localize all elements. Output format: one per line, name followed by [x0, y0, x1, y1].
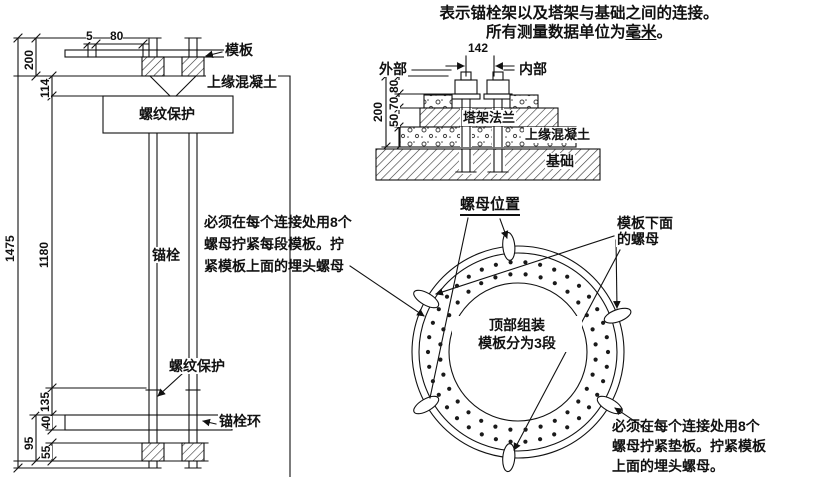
title-line1: 表示锚栓架以及塔架与基础之间的连接。 — [439, 5, 719, 22]
label-anchor-ring: 锚栓环 — [218, 413, 262, 429]
title-line2-prefix: 所有测量数据单位为 — [485, 24, 626, 41]
dim-114: 114 — [38, 78, 52, 98]
dim-70-section: 70 — [387, 96, 401, 110]
label-formwork: 模板 — [224, 42, 254, 58]
note-left: 必须在每个连接处用8个 螺母拧紧每段模板。拧 紧模板上面的埋头螺母 — [204, 214, 352, 274]
dim-1180: 1180 — [37, 241, 51, 268]
dim-95: 95 — [22, 436, 36, 450]
label-upper-concrete-section: 上缘混凝土 — [524, 127, 592, 143]
bolt-hole-dots — [425, 260, 611, 444]
dim-80-section: 80 — [387, 79, 401, 93]
label-anchor-bolt: 锚栓 — [151, 247, 181, 263]
dim-200-left: 200 — [22, 49, 36, 70]
dim-55: 55 — [39, 445, 53, 459]
note-bottom-right: 必须在每个连接处用8个 螺母拧紧垫板。拧紧模板 上面的埋头螺母。 — [612, 418, 766, 474]
dim-50-section: 50 — [387, 113, 401, 127]
title-unit-mm: 毫米 — [625, 24, 657, 41]
title-line2-suffix: 。 — [656, 24, 673, 41]
dim-overall-1475: 1475 — [3, 235, 17, 262]
label-nut-position: 螺母位置 — [460, 197, 521, 216]
dim-40: 40 — [39, 415, 53, 429]
dim-142: 142 — [468, 41, 489, 55]
label-thread-protection-bottom: 螺纹保护 — [168, 358, 226, 374]
label-upper-concrete-left: 上缘混凝土 — [206, 74, 278, 90]
dim-200-section: 200 — [371, 101, 385, 122]
title-block: 表示锚栓架以及塔架与基础之间的连接。 所有测量数据单位为毫米。 — [340, 4, 818, 42]
dim-80-top: 80 — [110, 29, 124, 43]
label-tower-flange: 塔架法兰 — [462, 110, 517, 126]
left-elevation-view — [13, 33, 291, 477]
label-exterior: 外部 — [378, 61, 408, 77]
label-interior: 内部 — [518, 61, 548, 77]
title-line2: 所有测量数据单位为毫米。 — [340, 23, 818, 42]
dim-135: 135 — [38, 391, 52, 412]
flange-ring-view — [349, 217, 649, 473]
label-foundation: 基础 — [545, 153, 575, 169]
dim-5: 5 — [86, 29, 93, 43]
label-nut-under-formwork: 模板下面 的螺母 — [616, 215, 674, 247]
label-ring-center-note: 顶部组装 模板分为3段 — [452, 316, 582, 352]
label-thread-protection-top: 螺纹保护 — [138, 106, 196, 122]
